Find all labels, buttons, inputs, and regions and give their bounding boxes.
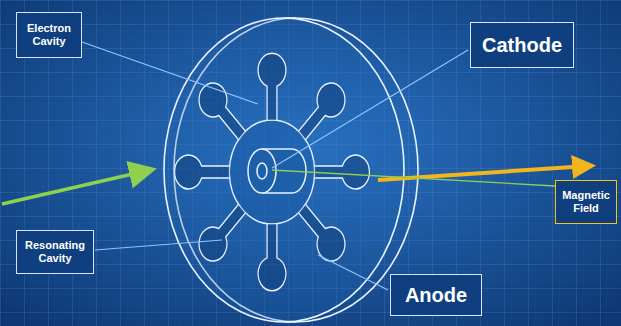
resonating-cavity-shape bbox=[193, 197, 251, 268]
leader-line bbox=[318, 255, 388, 290]
leader-line bbox=[95, 240, 222, 250]
label-text: Resonating Cavity bbox=[23, 239, 87, 265]
leader-line bbox=[82, 42, 258, 104]
leader-line bbox=[272, 50, 468, 168]
cathode-face bbox=[248, 149, 276, 193]
label-box: Anode bbox=[390, 274, 482, 316]
label-text: Magnetic Field bbox=[562, 189, 610, 215]
anode-block bbox=[175, 53, 370, 291]
keyhole-cavity bbox=[258, 53, 286, 120]
label-text: Electron Cavity bbox=[23, 22, 75, 48]
keyhole-cavity bbox=[315, 155, 370, 189]
incoming-arrow bbox=[2, 170, 150, 204]
keyhole-cavity bbox=[175, 155, 230, 189]
axis-line bbox=[272, 170, 555, 186]
resonating-cavity-shape bbox=[258, 53, 286, 120]
resonating-cavity-shape bbox=[175, 155, 230, 189]
keyhole-cavity bbox=[258, 224, 286, 291]
resonating-cavity-shape bbox=[292, 76, 350, 147]
label-box: Cathode bbox=[470, 22, 574, 68]
label-text: Anode bbox=[405, 283, 467, 307]
resonating-cavity-shape bbox=[315, 155, 370, 189]
label-box: Resonating Cavity bbox=[16, 230, 94, 274]
disk-front-rim bbox=[164, 18, 404, 322]
resonating-cavity-shape bbox=[258, 224, 286, 291]
cathode-core bbox=[257, 163, 267, 179]
keyhole-cavity bbox=[193, 197, 251, 268]
keyhole-cavity bbox=[193, 76, 251, 147]
label-box: Electron Cavity bbox=[16, 12, 82, 58]
keyhole-cavity bbox=[292, 76, 350, 147]
field-label-box: Magnetic Field bbox=[555, 180, 617, 224]
resonating-cavity-shape bbox=[193, 76, 251, 147]
label-text: Cathode bbox=[482, 33, 562, 57]
